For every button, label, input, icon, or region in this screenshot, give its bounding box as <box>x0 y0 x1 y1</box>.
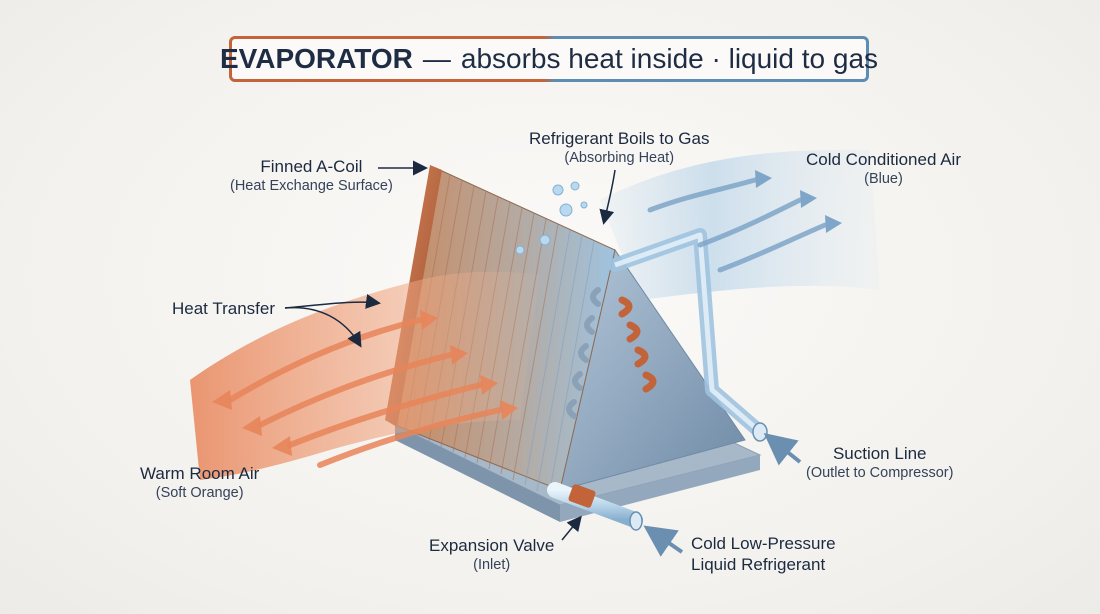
label-heat-transfer: Heat Transfer <box>172 299 275 318</box>
title-separator: — <box>422 43 451 74</box>
title-subtitle: absorbs heat inside · liquid to gas <box>460 43 879 74</box>
label-refrigerant-boils: Refrigerant Boils to Gas (Absorbing Heat… <box>529 129 710 167</box>
gas-bubbles <box>515 181 588 255</box>
suction-line-outlet <box>752 422 768 442</box>
title-main: EVAPORATOR <box>219 43 413 74</box>
warm-air-arrows <box>227 317 503 468</box>
label-cold-air: Cold Conditioned Air (Blue) <box>806 150 961 188</box>
warm-air-band <box>190 271 540 480</box>
coil-loops <box>618 296 657 393</box>
cold-air-band <box>600 150 880 300</box>
coil-loops-front <box>566 287 601 419</box>
label-suction-line: Suction Line (Outlet to Compressor) <box>806 444 954 482</box>
label-finned-coil: Finned A-Coil (Heat Exchange Surface) <box>230 157 393 195</box>
leader-liquid-refrigerant <box>643 525 684 557</box>
leader-suction-line <box>763 433 802 466</box>
label-expansion-valve: Expansion Valve (Inlet) <box>429 536 555 574</box>
label-liquid-refrigerant: Cold Low-Pressure Liquid Refrigerant <box>691 534 836 575</box>
leader-refrigerant <box>599 169 616 225</box>
expansion-valve <box>568 484 596 508</box>
inlet-pipe <box>547 482 643 528</box>
cold-air-arrows <box>647 177 828 273</box>
leader-expansion-valve <box>561 515 582 541</box>
base-plate-edge <box>395 425 560 522</box>
label-warm-air: Warm Room Air (Soft Orange) <box>140 464 260 502</box>
leader-heat-transfer-2 <box>284 294 381 309</box>
title-banner: EVAPORATOR — absorbs heat inside · liqui… <box>220 36 878 82</box>
